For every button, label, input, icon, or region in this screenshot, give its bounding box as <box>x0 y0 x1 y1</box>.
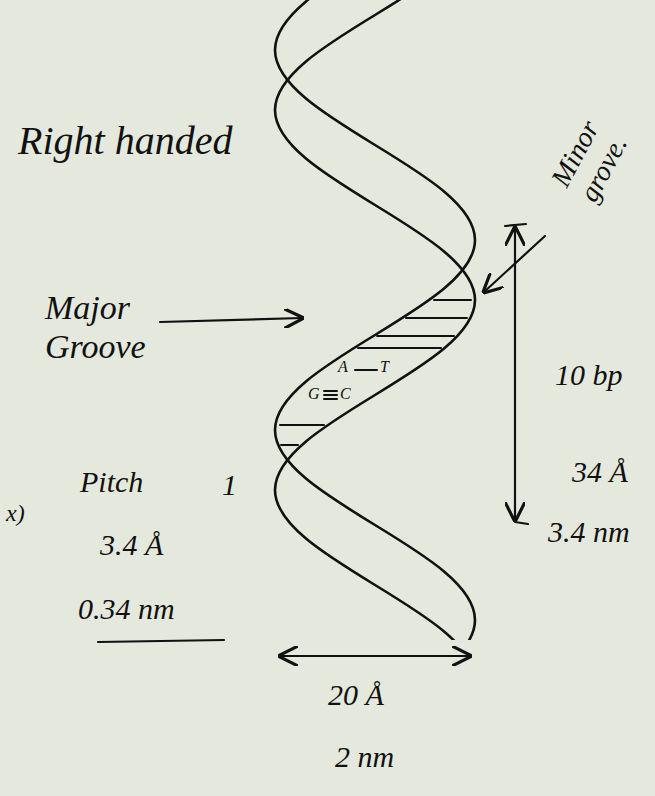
base-pair-line <box>377 335 454 337</box>
base-pair-bond <box>324 390 337 392</box>
dimension-tick <box>515 522 528 524</box>
note-marker: x) <box>6 500 25 528</box>
dimension-label: 34 Å <box>572 455 628 490</box>
dimension-label: 20 Å <box>328 678 384 713</box>
pitch-dimension-arrow <box>514 228 516 520</box>
dimension-label: 10 bp <box>555 358 623 393</box>
dimension-label: 2 nm <box>335 740 394 775</box>
dimension-tick <box>505 224 526 226</box>
groove-label: Major Groove <box>45 288 185 366</box>
handedness-note: Right handed <box>18 118 232 164</box>
callout-number: 1 <box>222 468 237 503</box>
diameter-dimension-arrow <box>280 655 470 657</box>
helix-strand <box>275 0 475 640</box>
base-pair-line <box>358 347 441 349</box>
base-pair-line <box>281 444 298 446</box>
base-pair-line <box>280 424 324 426</box>
base-pair-bond <box>355 369 377 371</box>
base-pair-bond <box>324 398 337 400</box>
underline <box>98 640 224 642</box>
base-pair-line <box>434 299 471 301</box>
dimension-label: 0.34 nm <box>78 592 175 627</box>
base-letter: A <box>338 358 348 376</box>
groove-label: Minor grove. <box>545 93 646 207</box>
base-pair-bond <box>324 394 337 396</box>
dimension-label: 3.4 nm <box>548 515 630 550</box>
base-pair-line <box>406 317 467 319</box>
base-letter: G <box>308 385 320 403</box>
helix-strand <box>275 0 475 640</box>
major-groove-arrow <box>160 318 302 322</box>
dimension-label: 3.4 Å <box>100 528 163 563</box>
base-letter: C <box>340 385 351 403</box>
base-letter: T <box>380 358 389 376</box>
pitch-label: Pitch <box>80 465 143 500</box>
